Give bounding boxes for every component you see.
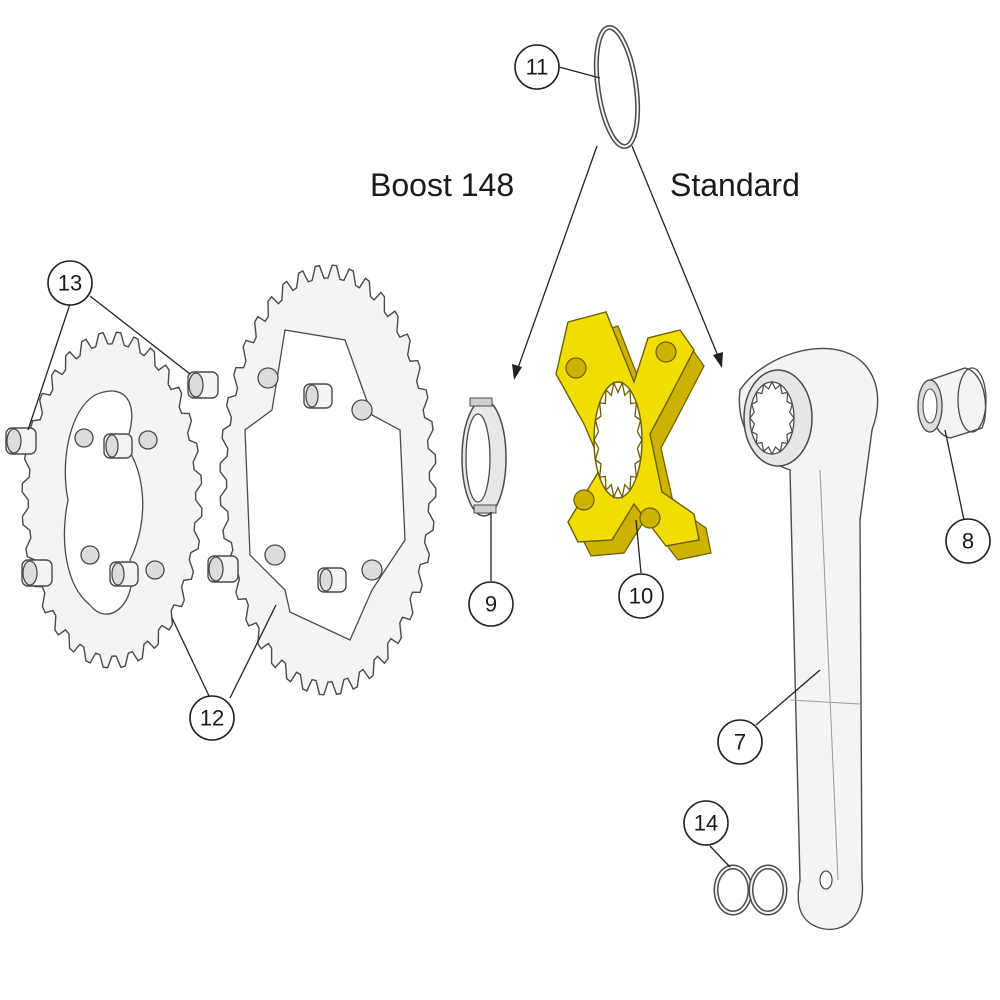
chainring-bolts <box>5 371 347 593</box>
retaining-ring-part <box>593 25 641 149</box>
bolt-h <box>317 567 347 593</box>
boost-arrow <box>512 145 598 380</box>
callout-9-text: 9 <box>485 592 497 617</box>
callout-10: 10 <box>618 573 664 619</box>
spider-part-highlighted <box>555 311 712 561</box>
callout-14: 14 <box>683 800 729 846</box>
lockring-part <box>461 397 507 517</box>
standard-label: Standard <box>670 167 800 203</box>
bolt-g <box>303 383 333 409</box>
callout-8-text: 8 <box>962 529 974 554</box>
crank-bolt-part <box>917 367 987 439</box>
callout-7: 7 <box>717 719 763 765</box>
small-chainring-part <box>21 331 203 669</box>
bolt-f <box>109 561 139 587</box>
bolt-b <box>187 371 219 399</box>
callout-9: 9 <box>468 581 514 627</box>
large-chainring-part <box>219 264 437 696</box>
bolt-e <box>103 433 133 459</box>
callout-14-text: 14 <box>694 811 718 836</box>
callout-11: 11 <box>514 44 560 90</box>
callout-10-text: 10 <box>629 584 653 609</box>
boost-148-label: Boost 148 <box>370 167 514 203</box>
callout-8: 8 <box>945 518 991 564</box>
callout-13-text: 13 <box>58 271 82 296</box>
crank-arm-part <box>738 347 879 931</box>
bolt-d <box>207 555 239 583</box>
callout-12: 12 <box>189 695 235 741</box>
callout-7-text: 7 <box>734 730 746 755</box>
standard-arrow <box>631 145 723 368</box>
callout-11-text: 11 <box>526 55 549 80</box>
washers-part <box>713 864 788 916</box>
callout-13: 13 <box>47 260 93 306</box>
leader-lines <box>27 66 965 868</box>
bolt-a <box>5 427 37 455</box>
callout-12-text: 12 <box>200 706 224 731</box>
bolt-c <box>21 559 53 587</box>
